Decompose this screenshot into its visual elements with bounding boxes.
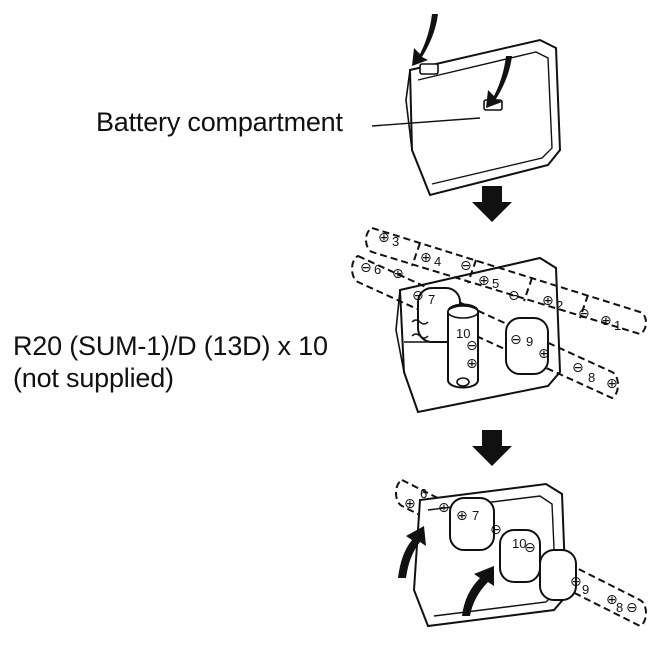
battery-number: 4	[434, 254, 441, 269]
battery-number: 1	[614, 318, 621, 333]
polarity-minus: ⊖	[412, 287, 424, 303]
polarity-minus: ⊖	[460, 257, 472, 273]
polarity-plus: ⊕	[392, 265, 404, 281]
polarity-plus: ⊕	[438, 499, 450, 515]
polarity-plus: ⊕	[600, 312, 612, 328]
polarity-plus: ⊕	[606, 591, 618, 607]
battery-number: 7	[472, 508, 479, 523]
step-1-open-cover	[371, 14, 562, 197]
lower-row-polarity: ⊖ ⊕ ⊖ ⊖ ⊕ ⊖ ⊕ ⊖ ⊕	[360, 259, 618, 391]
polarity-plus: ⊕	[542, 292, 554, 308]
polarity-minus: ⊖	[626, 599, 638, 615]
polarity-minus: ⊖	[360, 259, 372, 275]
battery-number: 2	[556, 298, 563, 313]
battery-compartment-label: Battery compartment	[96, 107, 343, 137]
upper-row-numbers: 3 4 5 2 1	[392, 234, 621, 333]
polarity-minus: ⊖	[524, 539, 536, 555]
battery-number: 8	[588, 370, 595, 385]
compartment-tray-side	[395, 289, 419, 413]
compartment-cover-fold	[405, 69, 431, 196]
polarity-plus: ⊕	[606, 375, 618, 391]
polarity-minus: ⊖	[578, 305, 590, 321]
polarity-minus: ⊖	[510, 331, 522, 347]
battery-number: 6	[374, 262, 381, 277]
press-arrow-left	[412, 14, 438, 66]
battery-number: 9	[526, 334, 533, 349]
polarity-plus: ⊕	[538, 345, 550, 361]
battery-number: 5	[492, 276, 499, 291]
polarity-plus: ⊕	[466, 355, 478, 371]
step-2-insert-batteries: ⊕ ⊕ ⊖ ⊕ ⊖ ⊕ ⊖ ⊕ ⊖ ⊕ ⊖ ⊖ ⊕ ⊖ ⊕ ⊖ ⊕ 3 4 5 …	[351, 226, 647, 414]
polarity-plus: ⊕	[420, 249, 432, 265]
step3-numbers: 6 7 10 9 8	[420, 486, 623, 615]
battery-number: 10	[512, 536, 526, 551]
upper-row-polarity: ⊕ ⊕ ⊖ ⊕ ⊖ ⊕ ⊖ ⊕	[378, 229, 612, 328]
step3-batteries	[449, 497, 577, 601]
batteries-label-line-1: R20 (SUM-1)/D (13D) x 10	[13, 331, 328, 361]
lower-battery-row	[351, 254, 619, 400]
step3-battery-row	[395, 478, 647, 628]
terminal-springs	[411, 319, 429, 339]
polarity-minus: ⊖	[490, 521, 502, 537]
lower-row-numbers: 6 7 10 9 8	[374, 262, 595, 385]
latch-tab-left	[419, 63, 439, 75]
upper-battery-row	[365, 226, 647, 336]
push-arrow-right	[462, 566, 494, 616]
polarity-plus: ⊕	[404, 495, 416, 511]
battery-number: 9	[582, 582, 589, 597]
battery-number: 8	[616, 600, 623, 615]
battery-number: 3	[392, 234, 399, 249]
step-3-close-cover: ⊕ ⊕ ⊕ ⊖ ⊖ ⊕ ⊕ ⊖ 6 7 10 9 8	[395, 478, 647, 628]
polarity-plus: ⊕	[456, 507, 468, 523]
battery-number: 10	[456, 326, 470, 341]
step-arrow-1	[472, 186, 512, 222]
polarity-minus: ⊖	[466, 337, 478, 353]
batteries-label-line-2: (not supplied)	[13, 363, 174, 393]
step3-cover-inner	[427, 495, 557, 617]
polarity-plus: ⊕	[570, 573, 582, 589]
battery-number: 6	[420, 486, 427, 501]
polarity-minus: ⊖	[572, 359, 584, 375]
step3-polarity: ⊕ ⊕ ⊕ ⊖ ⊖ ⊕ ⊕ ⊖	[404, 495, 638, 615]
battery-number: 7	[428, 292, 435, 307]
compartment-cover-inner-edge	[417, 51, 553, 185]
polarity-plus: ⊕	[378, 229, 390, 245]
batteries-label: R20 (SUM-1)/D (13D) x 10 (not supplied)	[13, 330, 328, 394]
push-arrow-left	[398, 526, 426, 578]
polarity-plus: ⊕	[478, 272, 490, 288]
battery-10-inserting	[447, 303, 479, 389]
polarity-minus: ⊖	[508, 287, 520, 303]
battery-compartment-leader	[371, 117, 481, 127]
step-arrow-2	[472, 430, 512, 466]
press-arrow-right	[486, 56, 512, 108]
